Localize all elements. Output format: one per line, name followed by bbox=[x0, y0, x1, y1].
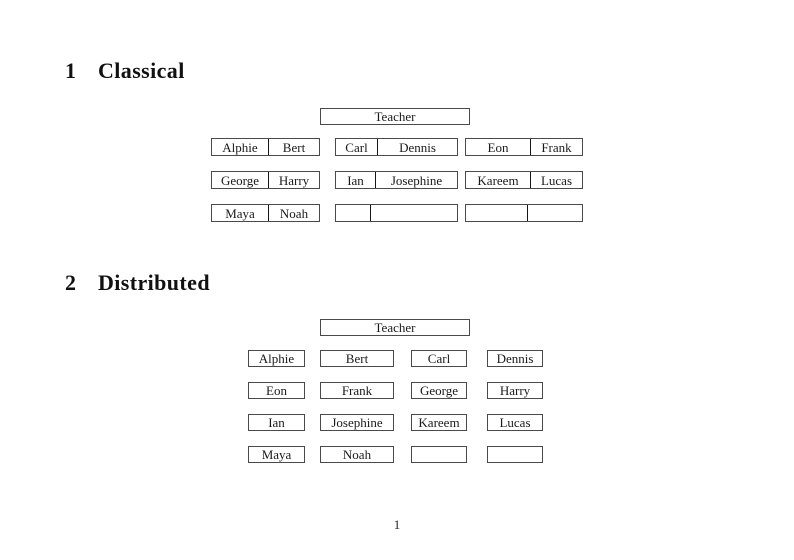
student-box: Lucas bbox=[487, 414, 543, 431]
student-box: Carl bbox=[411, 350, 467, 367]
desk-seat: Alphie bbox=[212, 139, 269, 155]
section-heading-classical: 1 Classical bbox=[65, 60, 185, 82]
desk-seat: Frank bbox=[541, 139, 572, 155]
student-box: Alphie bbox=[248, 350, 305, 367]
student-box: George bbox=[411, 382, 467, 399]
desk-pair-box: Alphie Bert bbox=[211, 138, 320, 156]
page-number: 1 bbox=[393, 517, 401, 532]
section-number: 2 bbox=[65, 270, 77, 295]
desk-seat: Noah bbox=[279, 205, 309, 221]
desk-seat: Josephine bbox=[390, 172, 443, 188]
student-box: Ian bbox=[248, 414, 305, 431]
student-box: Eon bbox=[248, 382, 305, 399]
student-box: Frank bbox=[320, 382, 394, 399]
student-box: Maya bbox=[248, 446, 305, 463]
desk-seat: Dennis bbox=[399, 139, 436, 155]
desk-seat bbox=[466, 205, 528, 221]
desk-pair-box-empty bbox=[335, 204, 458, 222]
student-box: Dennis bbox=[487, 350, 543, 367]
section-number: 1 bbox=[65, 58, 77, 83]
desk-seat: Ian bbox=[336, 172, 376, 188]
desk-pair-box-empty bbox=[465, 204, 583, 222]
student-box: Josephine bbox=[320, 414, 394, 431]
student-box: Bert bbox=[320, 350, 394, 367]
desk-pair-box: Ian Josephine bbox=[335, 171, 458, 189]
desk-seat: Kareem bbox=[466, 172, 531, 188]
desk-seat: George bbox=[212, 172, 269, 188]
student-box: Harry bbox=[487, 382, 543, 399]
desk-seat bbox=[528, 205, 582, 221]
desk-pair-box: Carl Dennis bbox=[335, 138, 458, 156]
teacher-box: Teacher bbox=[320, 108, 470, 125]
section-title: Distributed bbox=[98, 270, 210, 295]
desk-seat: Harry bbox=[278, 172, 310, 188]
desk-pair-box: Maya Noah bbox=[211, 204, 320, 222]
desk-seat: Maya bbox=[212, 205, 269, 221]
desk-seat: Eon bbox=[466, 139, 531, 155]
desk-pair-box: Kareem Lucas bbox=[465, 171, 583, 189]
student-box: Noah bbox=[320, 446, 394, 463]
student-box-empty bbox=[487, 446, 543, 463]
desk-pair-box: George Harry bbox=[211, 171, 320, 189]
student-box-empty bbox=[411, 446, 467, 463]
student-box: Kareem bbox=[411, 414, 467, 431]
section-heading-distributed: 2 Distributed bbox=[65, 272, 210, 294]
section-title: Classical bbox=[98, 58, 185, 83]
desk-seat bbox=[336, 205, 371, 221]
desk-seat: Lucas bbox=[540, 172, 573, 188]
desk-seat: Bert bbox=[282, 139, 306, 155]
desk-pair-box: Eon Frank bbox=[465, 138, 583, 156]
desk-seat bbox=[371, 205, 457, 221]
teacher-box: Teacher bbox=[320, 319, 470, 336]
desk-seat: Carl bbox=[336, 139, 378, 155]
